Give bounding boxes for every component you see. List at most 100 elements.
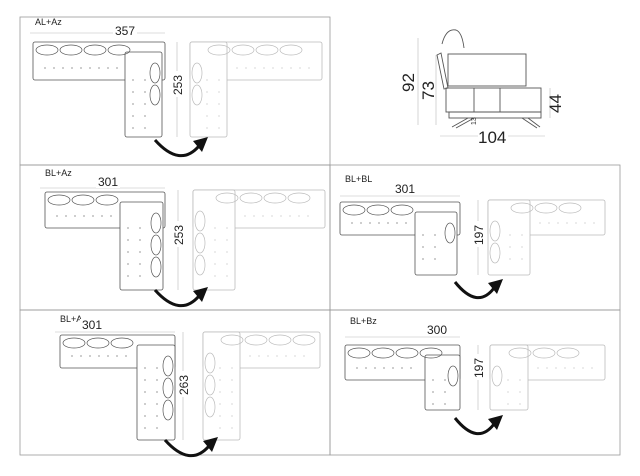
sofa-left-orientation [339, 201, 461, 276]
cushion [255, 44, 279, 56]
arrow-head-icon [193, 137, 208, 152]
configuration-label: AL+Az [35, 17, 62, 27]
backrest-frame [436, 52, 449, 90]
cushion [204, 396, 216, 418]
cushion [447, 365, 459, 387]
headrest [441, 29, 465, 49]
tuft-dot [214, 251, 216, 253]
cushion [268, 334, 292, 346]
tuft-dot [249, 355, 251, 357]
tuft-dot [519, 403, 521, 405]
tuft-dot [206, 91, 208, 93]
cushion [231, 44, 255, 56]
panel-frame-5 [329, 309, 621, 456]
cushion [215, 192, 239, 204]
cushion [292, 334, 316, 346]
tuft-dot [401, 367, 403, 369]
tuft-dot [156, 379, 158, 381]
tuft-dot [206, 127, 208, 129]
tuft-dot [546, 367, 548, 369]
tuft-dot [422, 258, 424, 260]
tuft-dot [360, 222, 362, 224]
tuft-dot [365, 367, 367, 369]
tuft-dot [519, 391, 521, 393]
tuft-dot [258, 355, 260, 357]
cushion [149, 62, 161, 84]
tuft-dot [226, 275, 228, 277]
cushion [194, 254, 206, 276]
tuft-dot [231, 415, 233, 417]
side-view [417, 29, 551, 137]
rotate-arrow-icon [163, 439, 211, 457]
cushion [62, 337, 86, 349]
tuft-dot [444, 379, 446, 381]
tuft-dot [254, 67, 256, 69]
cushion [150, 256, 162, 278]
tuft-dot [593, 222, 595, 224]
cushion [279, 44, 303, 56]
sofa-right-orientation [489, 344, 606, 411]
rotate-arrow-icon [153, 139, 201, 157]
tuft-dot [566, 222, 568, 224]
cushion [534, 202, 558, 214]
tuft-dot [156, 403, 158, 405]
tuft-dot [144, 367, 146, 369]
sofa-chaise [489, 344, 529, 411]
configuration-label: BL+Az [45, 168, 72, 178]
tuft-dot [110, 215, 112, 217]
tuft-dot [307, 215, 309, 217]
cushion [347, 347, 371, 359]
cushion [220, 334, 244, 346]
cushion [342, 204, 366, 216]
tuft-dot [127, 227, 129, 229]
tuft-dot [139, 239, 141, 241]
cushion [35, 44, 59, 56]
cushion [107, 44, 131, 56]
tuft-dot [271, 215, 273, 217]
seat [445, 87, 542, 113]
tuft-dot [280, 215, 282, 217]
depth-label: 197 [472, 358, 486, 378]
tuft-dot [144, 103, 146, 105]
rotate-arrow-icon [453, 281, 496, 299]
cushion [244, 334, 268, 346]
tuft-dot [444, 391, 446, 393]
width-label: 301 [82, 318, 102, 332]
tuft-dot [422, 234, 424, 236]
tuft-dot [444, 403, 446, 405]
tuft-dot [374, 367, 376, 369]
tuft-dot [144, 391, 146, 393]
tuft-dot [253, 215, 255, 217]
tuft-dot [144, 403, 146, 405]
configuration-label: BL+A [60, 314, 82, 324]
tuft-dot [71, 67, 73, 69]
tuft-dot [226, 239, 228, 241]
cushion [556, 347, 580, 359]
depth-label: 263 [177, 375, 191, 395]
tuft-dot [557, 222, 559, 224]
tuft-dot [245, 67, 247, 69]
cushion [149, 84, 161, 106]
sofa-chaise [424, 354, 461, 411]
cushion [59, 44, 83, 56]
tuft-dot [263, 67, 265, 69]
tuft-dot [226, 227, 228, 229]
cushion [419, 347, 443, 359]
tuft-dot [71, 355, 73, 357]
tuft-dot [231, 391, 233, 393]
width-label: 357 [115, 24, 135, 38]
cushion [150, 212, 162, 234]
rotate-arrow-icon [453, 417, 496, 435]
tuft-dot [422, 246, 424, 248]
tuft-dot [132, 91, 134, 93]
tuft-dot [507, 391, 509, 393]
tuft-dot [507, 379, 509, 381]
tuft-dot [519, 379, 521, 381]
tuft-dot [218, 91, 220, 93]
leg-height-label: 13 [471, 117, 478, 125]
back-cushion [447, 53, 527, 87]
tuft-dot [392, 367, 394, 369]
cushion [508, 347, 532, 359]
